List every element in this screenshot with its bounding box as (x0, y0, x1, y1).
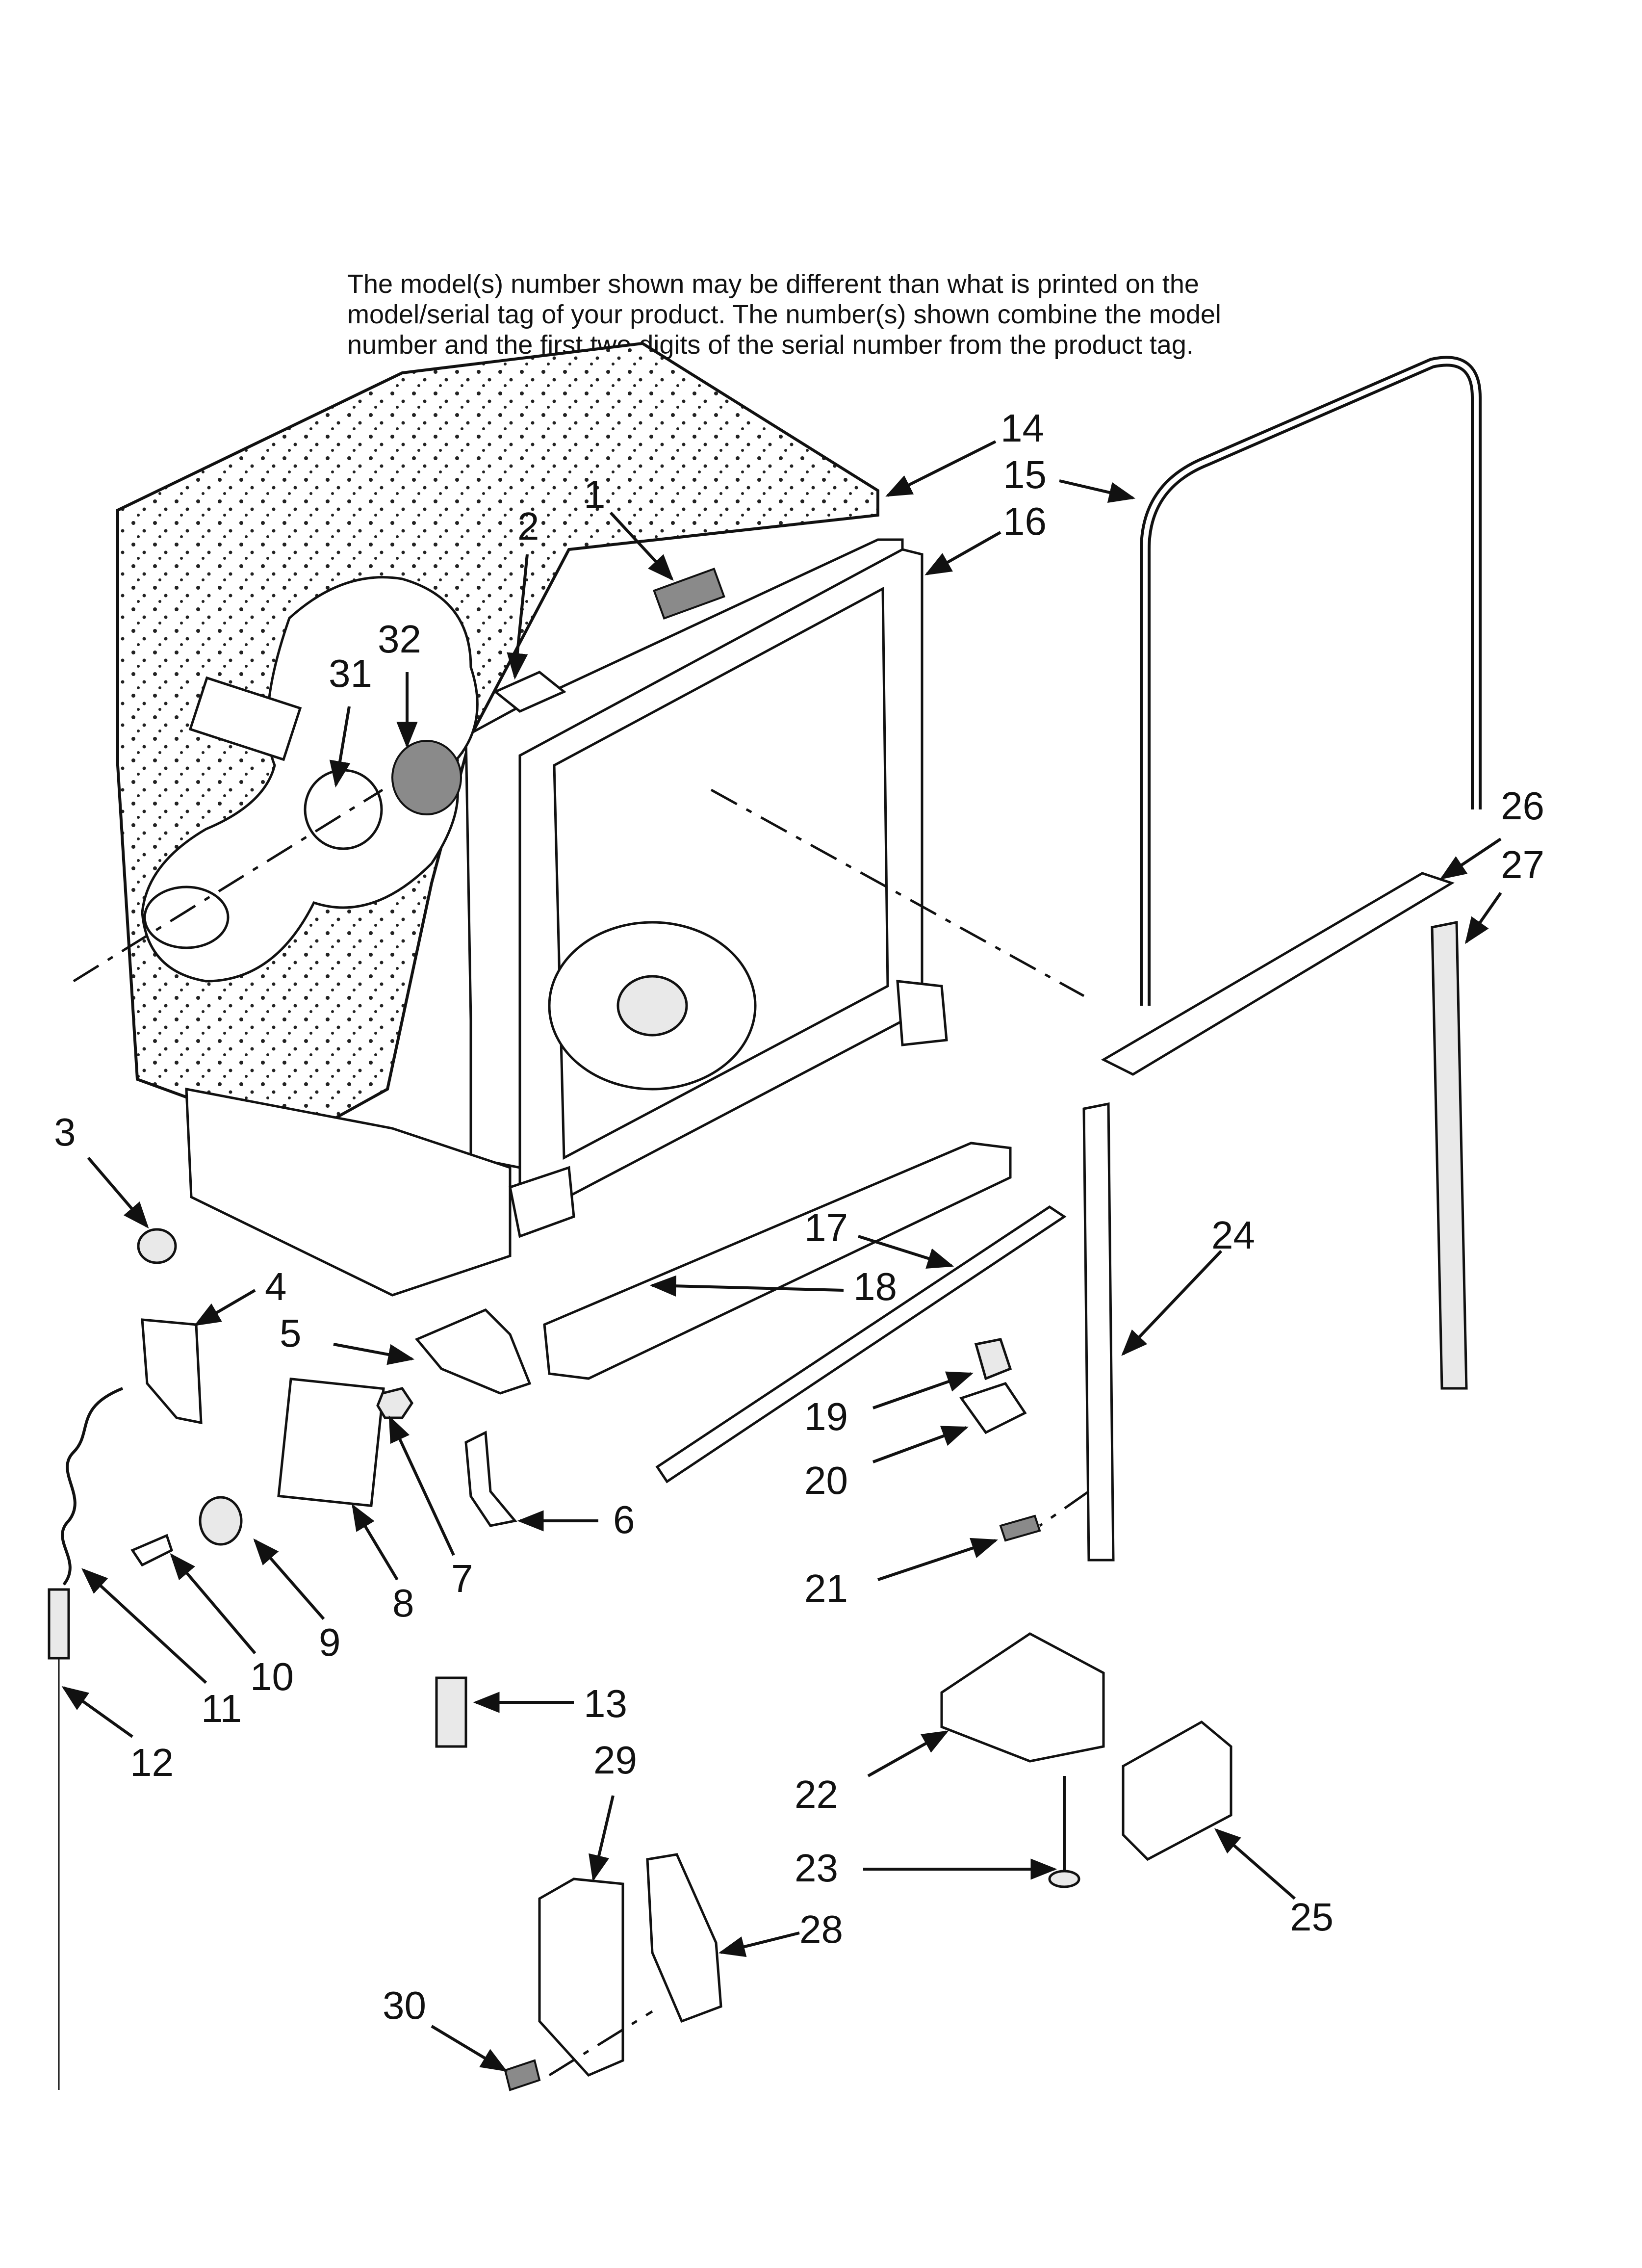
pulley-9 (199, 1496, 243, 1546)
hinge-cap-right (896, 980, 948, 1046)
callout-7: 7 (451, 1557, 473, 1600)
door-gasket-15 (1140, 356, 1482, 1006)
alignment-line-1 (710, 788, 1085, 997)
rail-18 (543, 1142, 1012, 1380)
callout-29: 29 (593, 1738, 637, 1782)
hinge-bracket-28 (646, 1853, 722, 2023)
hinge-cap-left (509, 1166, 575, 1238)
alignment-line-4 (548, 2010, 653, 2077)
vent-32 (391, 740, 462, 815)
callout-26: 26 (1501, 784, 1544, 828)
hinge-plate-8 (277, 1377, 385, 1508)
callout-30: 30 (383, 1983, 426, 2027)
callout-24: 24 (1211, 1213, 1255, 1257)
hinge-spring-bracket-4 (141, 1318, 203, 1425)
mounting-bracket-22 (940, 1632, 1105, 1763)
lower-spray-hub (616, 975, 688, 1037)
callout-25: 25 (1290, 1895, 1334, 1939)
model-number-note: The model(s) number shown may be differe… (347, 269, 1377, 360)
callout-32: 32 (378, 617, 421, 661)
callout-labels: 1 2 3 4 5 6 7 8 9 10 11 12 13 14 15 16 1… (54, 406, 1544, 2027)
callout-22: 22 (795, 1773, 838, 1816)
side-trim-27 (1431, 920, 1468, 1390)
callout-10: 10 (250, 1655, 294, 1698)
callout-2: 2 (517, 504, 539, 548)
callout-8: 8 (392, 1581, 414, 1625)
callout-15: 15 (1003, 453, 1047, 496)
callout-23: 23 (795, 1846, 838, 1890)
callout-31: 31 (329, 652, 372, 695)
blanket-cutout (141, 576, 479, 983)
callout-21: 21 (804, 1566, 848, 1610)
leader-lines (61, 440, 1502, 2072)
door-gasket-15-inner (1143, 359, 1479, 1006)
note-line-2: model/serial tag of your product. The nu… (347, 300, 1221, 329)
tub-assembly (116, 341, 948, 1297)
callout-13: 13 (584, 1682, 627, 1725)
callout-18: 18 (853, 1265, 897, 1308)
pulley-pin-10 (130, 1534, 174, 1567)
strike-plate-26 (1101, 872, 1455, 1076)
side-vent (188, 676, 302, 761)
callout-19: 19 (804, 1395, 848, 1438)
alignment-line-2 (73, 788, 384, 983)
callout-5: 5 (280, 1311, 302, 1355)
callout-17: 17 (804, 1206, 848, 1250)
switch-bracket-20 (959, 1382, 1027, 1434)
nut-7 (376, 1387, 414, 1419)
alignment-line-3 (1039, 1490, 1090, 1527)
cover-25 (1122, 1720, 1232, 1861)
leveling-leg-3 (137, 1228, 177, 1264)
callout-20: 20 (804, 1459, 848, 1502)
rail-17 (655, 1205, 1067, 1484)
callout-27: 27 (1501, 843, 1544, 886)
door-spring-11 (61, 1387, 124, 1586)
callout-4: 4 (265, 1265, 287, 1308)
note-line-3: number and the first two digits of the s… (347, 330, 1194, 360)
callout-1: 1 (584, 472, 606, 516)
screw-21 (999, 1514, 1041, 1542)
note-line-1: The model(s) number shown may be differe… (347, 269, 1199, 299)
callout-28: 28 (799, 1907, 843, 1951)
vent-latch-1 (653, 568, 725, 620)
callout-6: 6 (613, 1498, 635, 1541)
callout-9: 9 (319, 1620, 341, 1664)
leveling-foot-23 (1048, 1870, 1080, 1888)
hinge-5 (414, 1308, 532, 1395)
cable-clip-12 (48, 1588, 70, 1660)
panel-29 (538, 1877, 624, 2077)
callout-16: 16 (1003, 499, 1047, 543)
callout-3: 3 (54, 1110, 76, 1154)
door-switch-19 (974, 1338, 1012, 1381)
callout-11: 11 (201, 1687, 242, 1730)
hinge-link-6 (464, 1431, 517, 1527)
drain-opening (143, 886, 230, 949)
spacer-13 (435, 1676, 467, 1748)
callout-14: 14 (1001, 406, 1044, 450)
tub-base (185, 1087, 512, 1297)
side-trim-24 (1082, 1102, 1115, 1562)
screw-30 (504, 2059, 541, 2091)
tub-gasket-31 (304, 769, 383, 850)
callout-12: 12 (130, 1741, 174, 1784)
